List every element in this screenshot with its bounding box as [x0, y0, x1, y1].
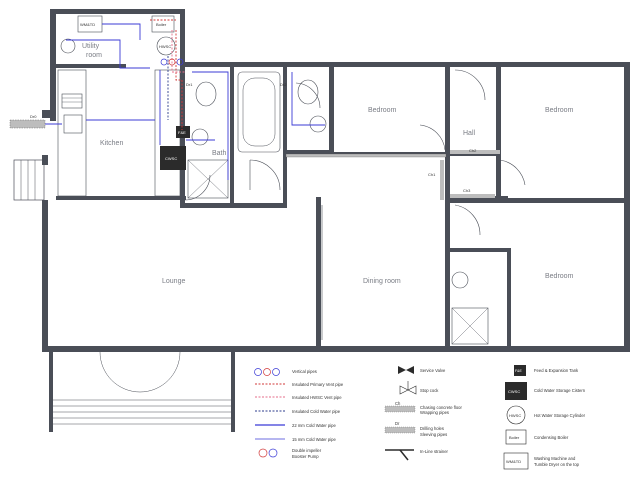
room-label-lounge: Lounge: [162, 278, 185, 285]
cwsc-icon: [160, 146, 186, 170]
legend-drilling-2: Sleeving pipes: [420, 432, 447, 437]
legend-chasing-swatch: [384, 405, 416, 413]
legend-ch-label: Ch: [395, 401, 401, 406]
legend: Vertical pipes Insulated Primary Vent pi…: [254, 365, 586, 470]
legend-drilling-1: Drilling holes: [420, 426, 444, 431]
svg-text:Vertical pipes: Vertical pipes: [292, 369, 317, 374]
legend-wm-2: Tumble Dryer on the top: [534, 462, 580, 467]
wmtd-label: WM&TD: [80, 22, 95, 27]
legend-hwsc-cyl: Hot Water Storage Cylinder: [534, 413, 586, 418]
legend-fe-icon: [514, 365, 526, 376]
pipes: [12, 19, 325, 180]
legend-hwsc-icon: [506, 405, 526, 425]
legend-cold-15: 15 mm Cold Water pipe: [292, 437, 337, 442]
marker-dr2: Dr2: [280, 82, 287, 87]
kitchen-sink-icon: [63, 114, 83, 134]
basin-2-icon: [309, 115, 327, 133]
legend-hwsc-icon-label: HWSC: [509, 413, 521, 418]
marker-ch1: Ch1: [428, 172, 436, 177]
doors: [184, 69, 526, 236]
legend-cold-22: 22 mm Cold Water pipe: [292, 423, 337, 428]
room-label-kitchen: Kitchen: [100, 140, 123, 147]
external-steps: [13, 159, 45, 201]
basin-icon: [191, 128, 209, 146]
toilet-2-icon: [297, 79, 319, 105]
legend-pump-2: Booster Pump: [292, 454, 319, 459]
basin-3-icon: [451, 271, 469, 289]
legend-service-valve: Service Valve: [420, 368, 446, 373]
vertical-pipe-markers: [160, 58, 184, 66]
legend-boiler-icon-label: Boiler: [509, 435, 520, 440]
legend-chasing-2: Wrapping pipes: [420, 410, 449, 415]
legend-strainer: In-Line strainer: [420, 449, 449, 454]
legend-wm-1: Washing Machine and: [534, 456, 576, 461]
hwsc-cylinder-icon: [156, 36, 176, 56]
utility-sink-icon: [60, 38, 76, 54]
legend-cwsc-icon: [505, 382, 527, 400]
toilet-icon: [195, 81, 217, 107]
terrace: [53, 351, 231, 425]
marker-ch2: Ch2: [469, 148, 477, 153]
legend-cond-boiler: Condensing Boiler: [534, 435, 569, 440]
marker-dr0: Dr0: [30, 114, 37, 119]
room-label-utility-2: room: [86, 52, 102, 59]
room-label-bath: Bath: [212, 150, 227, 157]
legend-wmtd-icon: [503, 452, 529, 470]
room-label-utility-1: Utility: [82, 43, 100, 50]
room-label-dining: Dining room: [363, 278, 401, 285]
legend-chasing-1: Chasing concrete floor: [420, 405, 463, 410]
sliding-partition: [317, 205, 323, 340]
shower-tray-2-icon: [451, 307, 489, 345]
legend-hwsc-vent: Insulated HWSC Vent pipe: [292, 395, 342, 400]
hwsc-label: HWSC: [159, 44, 171, 49]
service-valve-icon: [398, 366, 414, 374]
room-label-bedroom-1: Bedroom: [368, 107, 397, 114]
legend-primary-vent: Insulated Primary Vent pipe: [292, 382, 344, 387]
legend-vertical-pipes: Vertical pipes: [254, 368, 317, 376]
legend-cwsc-cistern: Cold Water Storage Cistern: [534, 388, 586, 393]
room-label-bedroom-2: Bedroom: [545, 107, 574, 114]
legend-stop-cock: Stop cock: [420, 388, 439, 393]
stop-cock-icon: [399, 381, 417, 395]
fe-tank-icon: [176, 126, 190, 138]
room-label-bedroom-3: Bedroom: [545, 273, 574, 280]
legend-drilling-swatch: [384, 426, 416, 434]
legend-dr-label: Dr: [395, 421, 400, 426]
legend-fe-tank: Feed & Expansion Tank: [534, 368, 579, 373]
legend-cold-vent: Insulated Cold Water pipe: [292, 409, 341, 414]
legend-wmtd-icon-label: WM&TD: [506, 459, 521, 464]
chasing-marks: [9, 119, 500, 200]
legend-pump-icon: [258, 448, 278, 458]
legend-fe-icon-label: F&E: [515, 369, 522, 373]
fe-label: F&E: [178, 130, 186, 135]
hob-icon: [61, 93, 83, 109]
cwsc-label: CWSC: [165, 156, 177, 161]
windows: [44, 10, 628, 350]
boiler-label: Boiler: [156, 22, 167, 27]
legend-cwsc-icon-label: CWSC: [508, 389, 520, 394]
bathtub-icon: [237, 71, 281, 153]
legend-pump-1: Double impeller: [292, 448, 322, 453]
room-label-hall: Hall: [463, 130, 476, 137]
fixtures: WM&TD Boiler HWSC F&E CWSC: [57, 15, 489, 345]
strainer-icon: [385, 449, 414, 461]
legend-boiler-icon: [505, 429, 527, 445]
marker-ch3: Ch3: [463, 188, 471, 193]
marker-dr1: Dr1: [186, 82, 193, 87]
